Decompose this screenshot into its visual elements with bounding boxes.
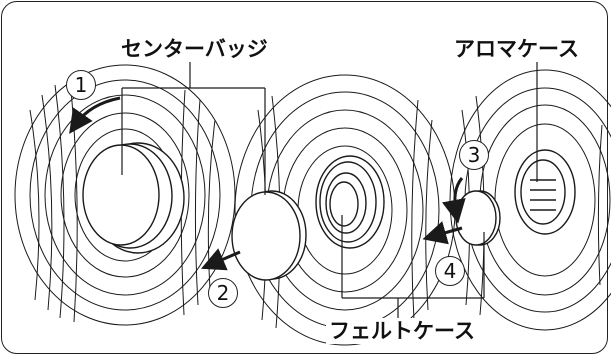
felt-case-removed xyxy=(455,190,501,246)
step-2-marker: 2 xyxy=(208,278,238,308)
step-1-marker: 1 xyxy=(66,70,96,100)
rotate-arrow-1 xyxy=(69,96,121,134)
center-badge-removed xyxy=(231,190,307,281)
step-3-marker: 3 xyxy=(459,140,489,170)
label-center-badge: センターバッジ xyxy=(118,36,271,62)
aroma-case-assembly xyxy=(514,149,576,235)
label-aroma-case: アロマケース xyxy=(451,36,582,62)
rotate-arrow-3 xyxy=(442,177,466,224)
leader-lines xyxy=(121,60,538,320)
pull-arrow-2 xyxy=(200,248,241,271)
center-badge-left xyxy=(82,142,185,254)
step-4-marker: 4 xyxy=(435,256,465,286)
pull-arrow-4 xyxy=(422,221,463,245)
label-felt-case: フェルトケース xyxy=(326,318,478,344)
fan-hub-middle xyxy=(315,155,385,249)
